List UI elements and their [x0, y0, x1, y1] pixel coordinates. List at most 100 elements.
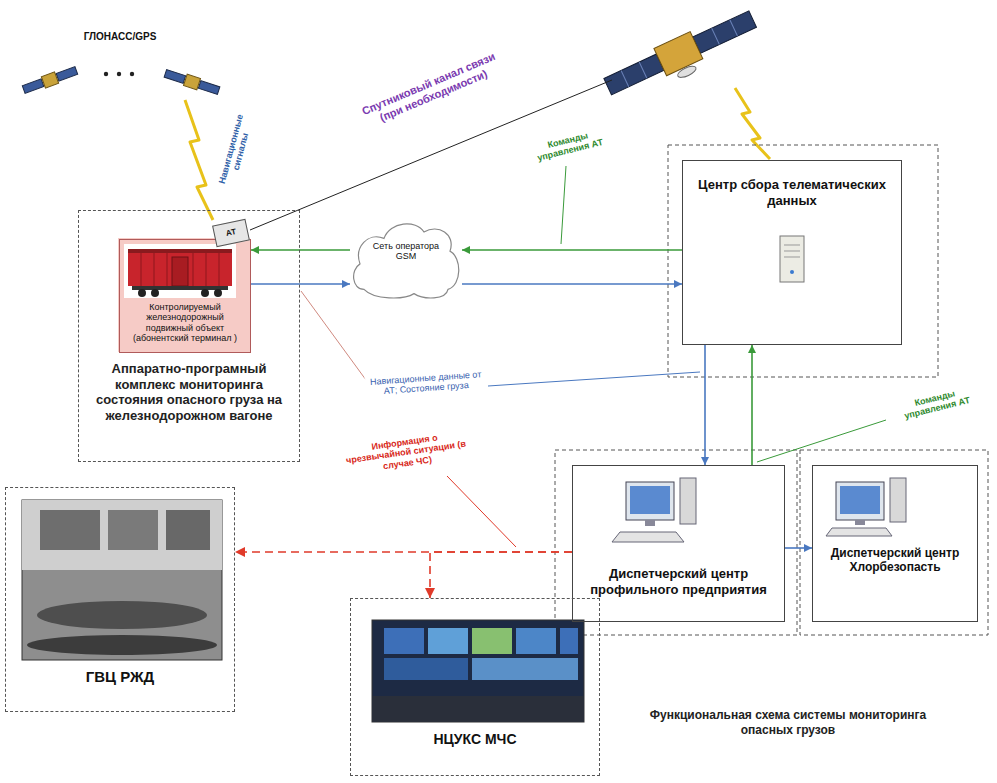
- satellite-dish: [676, 64, 698, 80]
- system-group: Аппаратно-програмный комплекс мониторинг…: [78, 210, 300, 462]
- wagon-rib: [206, 253, 207, 286]
- wagon-roof: [128, 249, 232, 253]
- terminal-box: Контролируемый железнодорожный подвижный…: [119, 239, 251, 353]
- wagon-wheel: [151, 289, 159, 297]
- photo-screen: [40, 510, 100, 550]
- panel-grid: [639, 62, 647, 78]
- dashed-frame: [800, 450, 988, 635]
- cloud-shape: [354, 224, 459, 298]
- process-box: Центр сбора телематических данных: [682, 160, 902, 345]
- connector-label: Команды управления АТ: [531, 126, 606, 165]
- server-icon: [780, 236, 804, 282]
- monitor-screen: [630, 486, 670, 514]
- connector: [462, 283, 682, 285]
- wagon-rib: [193, 253, 194, 286]
- node-text: НЦУКС МЧС: [433, 731, 516, 748]
- leader-line: [447, 476, 516, 547]
- ellipsis-dot: [130, 72, 134, 76]
- server-slot: [784, 257, 800, 258]
- picture-ground: [124, 244, 236, 298]
- solar-panel: [22, 79, 44, 93]
- connector-label: Информация о чрезвычайной ситуации (в сл…: [338, 427, 473, 478]
- connector: [751, 345, 753, 465]
- wagon-rib: [167, 253, 168, 286]
- satellite-body: [183, 74, 200, 90]
- connector: [785, 547, 812, 549]
- control-room-photo: [372, 620, 584, 722]
- leader-line: [757, 420, 886, 462]
- annotation-label: Спутниковый канал связи (при необходимос…: [348, 44, 513, 135]
- connector: [430, 552, 572, 598]
- photo-screen: [384, 658, 468, 680]
- solar-panel: [693, 11, 757, 54]
- connector: [251, 283, 350, 285]
- dashed-frame: [668, 145, 938, 377]
- node-text: АТ: [225, 228, 237, 239]
- photo-screen: [472, 628, 512, 654]
- wagon-wheel: [138, 289, 146, 297]
- monitor-stand: [645, 520, 655, 526]
- connectors: [235, 250, 812, 598]
- wagon-body: [128, 253, 232, 286]
- panel-grid: [730, 20, 738, 36]
- solar-panel: [198, 81, 219, 95]
- node-text: Контролируемый железнодорожный подвижный…: [124, 302, 246, 343]
- computer-icon: [612, 478, 696, 542]
- monitor: [836, 482, 884, 520]
- photo-desk: [37, 601, 207, 629]
- pc-tower: [680, 478, 696, 524]
- keyboard: [612, 532, 684, 542]
- node-text: Центр сбора телематических данных: [693, 177, 891, 208]
- device-icon: АТ: [212, 219, 250, 248]
- wagon-wheel: [201, 289, 209, 297]
- panel-grid: [712, 28, 720, 44]
- organisation-box: НЦУКС МЧС: [350, 598, 600, 776]
- node-text: Диспетчерский центр профильного предприя…: [581, 566, 776, 597]
- connector: [462, 249, 682, 251]
- wagon-frame: [132, 286, 228, 290]
- photo-desk: [27, 635, 217, 655]
- photo-screen: [384, 628, 424, 654]
- node-text: Сеть оператора GSM: [368, 241, 444, 262]
- wagon-rib: [154, 253, 155, 286]
- connector: [704, 345, 706, 465]
- annotation-label: Навигационные сигналы: [215, 109, 258, 192]
- pc-tower: [890, 478, 906, 522]
- organisation-box: ГВЦ РЖД: [5, 487, 235, 712]
- radio-bolt: [735, 88, 770, 159]
- computer-icon: [826, 478, 906, 536]
- leader-line: [488, 372, 700, 386]
- control-room-photo: [22, 500, 222, 660]
- node-text: Аппаратно-програмный комплекс мониторинг…: [85, 361, 293, 423]
- photo-screen: [472, 658, 578, 680]
- nav-satellite: [22, 65, 79, 95]
- leader-line: [301, 291, 366, 380]
- network-cloud: Сеть оператора GSM: [350, 215, 462, 300]
- radio-bolt: [185, 100, 213, 220]
- annotation-label: ГЛОНАСС/GPS: [70, 30, 170, 44]
- dashed-frame: [555, 450, 797, 635]
- photo-wall: [22, 500, 222, 570]
- keyboard: [826, 528, 892, 536]
- process-box: Диспетчерский центр профильного предприя…: [572, 465, 785, 622]
- monitor-stand: [855, 520, 865, 525]
- connector-label: Навигационные данные от АТ; Состояние гр…: [364, 368, 487, 399]
- connector: [251, 249, 350, 251]
- photo-desk: [372, 696, 584, 722]
- nav-satellite: [164, 68, 221, 97]
- monitor: [626, 482, 674, 520]
- solar-panel: [164, 70, 185, 84]
- connector-label: Команды управления АТ: [887, 381, 986, 426]
- server-led: [790, 270, 794, 274]
- monitor-screen: [840, 486, 880, 514]
- satellite-body: [41, 72, 58, 88]
- node-text: ГВЦ РЖД: [86, 668, 155, 686]
- server-slot: [784, 245, 800, 246]
- server-slot: [784, 251, 800, 252]
- connector: [235, 551, 572, 553]
- ellipsis-dot: [104, 72, 108, 76]
- photo-screen: [560, 628, 578, 654]
- panel-grid: [621, 70, 629, 86]
